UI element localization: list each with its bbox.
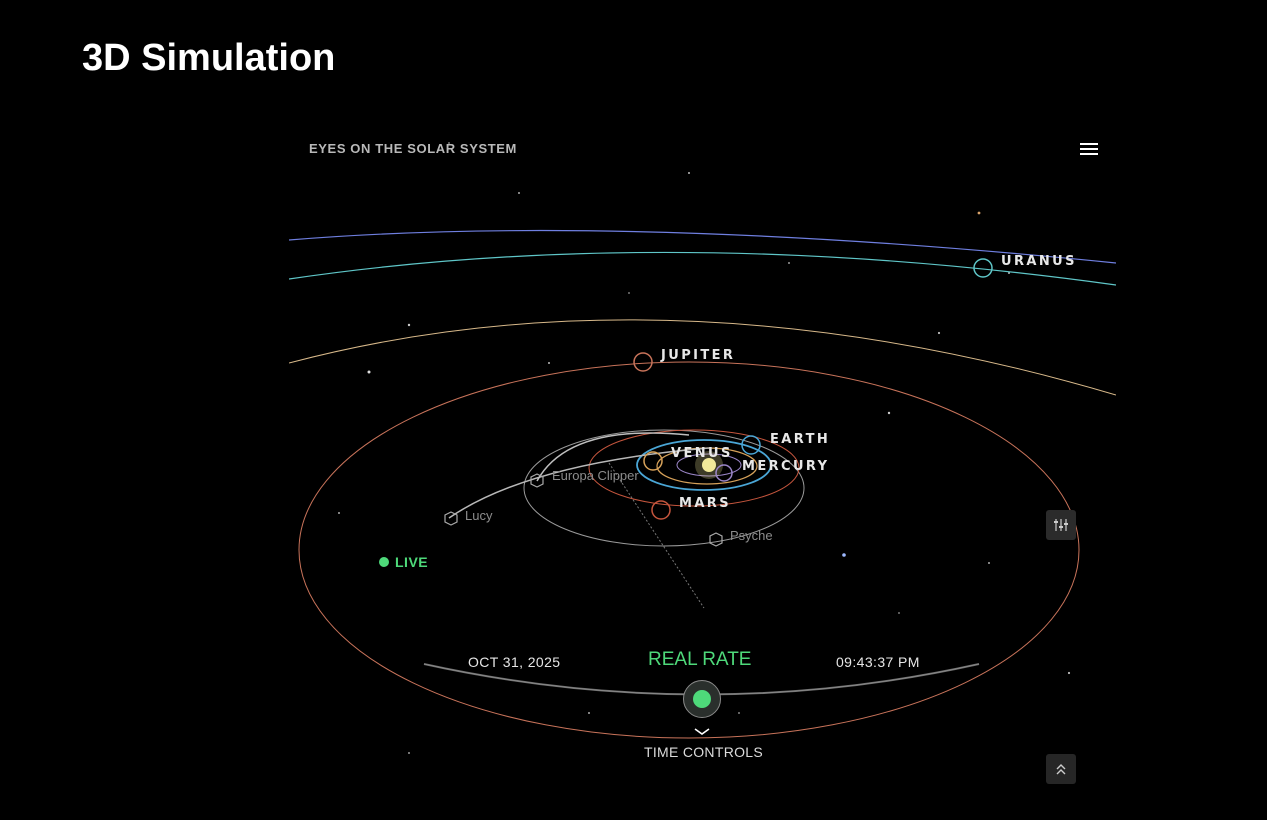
spacecraft-label-europa-clipper[interactable]: Europa Clipper [552,468,639,483]
starfield [338,142,1071,754]
current-time: 09:43:37 PM [836,654,920,670]
time-controls-toggle[interactable]: TIME CONTROLS [644,744,764,760]
asteroid-orbit [523,429,805,547]
europa-clipper-icon[interactable] [530,473,544,488]
mercury-orbit [676,453,742,477]
earth-marker[interactable] [741,435,761,455]
hamburger-menu-icon[interactable] [1080,141,1098,157]
uranus-marker[interactable] [973,258,993,278]
live-label: LIVE [395,554,429,570]
neptune-orbit [289,229,1116,264]
planet-label-jupiter[interactable]: JUPITER [661,348,736,363]
planet-label-uranus[interactable]: URANUS [1001,254,1077,269]
solar-system-simulation[interactable]: EYES ON THE SOLAR SYSTEM URANUS JUPITER … [289,113,1116,820]
time-slider-knob[interactable] [683,680,721,718]
spacecraft-label-psyche[interactable]: Psyche [730,528,773,543]
app-title[interactable]: EYES ON THE SOLAR SYSTEM [309,141,517,156]
lucy-icon[interactable] [444,511,458,526]
comet-tail [608,462,705,609]
sun[interactable] [702,458,716,472]
venus-marker[interactable] [643,451,663,471]
double-chevron-up-icon [1056,764,1066,775]
settings-sliders-button[interactable] [1046,510,1076,540]
live-button[interactable]: LIVE [379,554,428,570]
psyche-icon[interactable] [709,532,723,547]
jupiter-marker[interactable] [633,352,653,372]
spacecraft-label-lucy[interactable]: Lucy [465,508,493,523]
scroll-to-top-button[interactable] [1046,754,1076,784]
live-indicator-icon [379,557,389,567]
uranus-orbit [289,251,1116,286]
jupiter-orbit [298,361,1080,739]
planet-label-mercury[interactable]: MERCURY [742,459,830,474]
current-date: OCT 31, 2025 [468,654,561,670]
saturn-orbit [289,319,1116,396]
lucy-trajectory [448,447,710,519]
planet-label-earth[interactable]: EARTH [770,432,831,447]
chevron-down-icon[interactable] [693,727,711,737]
planet-label-mars[interactable]: MARS [679,496,731,511]
earth-orbit [636,439,772,491]
sliders-icon [1054,519,1068,531]
planet-label-venus[interactable]: VENUS [671,446,733,461]
mars-orbit [588,429,800,507]
europa-clipper-trajectory [536,432,690,482]
time-rate-label[interactable]: REAL RATE [648,649,752,670]
page-title: 3D Simulation [82,37,336,79]
mars-marker[interactable] [651,500,671,520]
mercury-marker[interactable] [715,464,733,482]
